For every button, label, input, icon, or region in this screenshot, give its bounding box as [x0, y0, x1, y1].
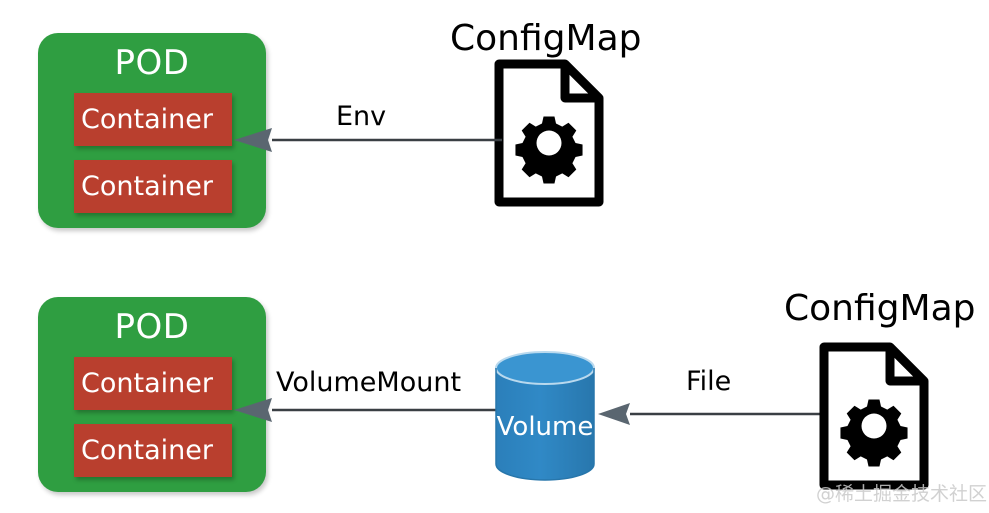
container-label: Container: [81, 368, 213, 399]
container-label: Container: [81, 435, 213, 466]
edge-file: [596, 396, 824, 432]
watermark: @稀土掘金技术社区: [816, 483, 988, 505]
edge-env: [232, 122, 502, 158]
container-box: Container: [74, 160, 232, 213]
pod-bottom: POD Container Container: [38, 297, 266, 492]
edge-env-label: Env: [336, 101, 387, 132]
edge-volumemount-label: VolumeMount: [276, 367, 462, 398]
pod-title: POD: [114, 307, 190, 347]
configmap-top-label: ConfigMap: [450, 18, 642, 59]
document-gear-icon: [493, 58, 605, 208]
pod-top: POD Container Container: [38, 33, 266, 228]
configmap-bottom-label: ConfigMap: [784, 288, 976, 329]
pod-title: POD: [114, 43, 190, 83]
document-gear-icon: [818, 341, 930, 491]
container-box: Container: [74, 357, 232, 410]
container-box: Container: [74, 93, 232, 146]
edge-file-label: File: [686, 366, 732, 397]
container-label: Container: [81, 171, 213, 202]
edge-volumemount: [232, 392, 497, 428]
container-box: Container: [74, 424, 232, 477]
volume-cylinder: Volume: [493, 350, 597, 482]
container-label: Container: [81, 104, 213, 135]
